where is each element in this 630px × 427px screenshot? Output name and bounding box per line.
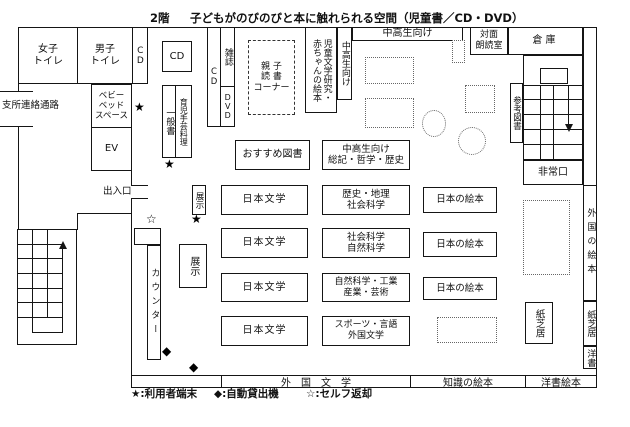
shelf-foreign-picture-books: 外国の絵本	[583, 185, 597, 301]
counter: カウンター	[147, 245, 161, 360]
round-table-dotted	[422, 110, 446, 137]
table-dotted	[437, 317, 497, 343]
legend-item-self-return: ☆:セルフ返却	[306, 388, 373, 400]
shelf-japanese-literature: 日本文学	[221, 273, 308, 302]
self-return-marker: ☆	[146, 212, 157, 226]
shelf-recommended-books: おすすめ図書	[235, 140, 310, 170]
exhibit-stand: 展示	[179, 244, 207, 288]
shelf-western-books: 洋書	[583, 346, 597, 369]
shelf-childcare-craft-cooking: 育児手芸料理	[175, 85, 192, 158]
shelf-foreign-literature: 外 国 文 学	[221, 375, 411, 389]
corridor-wall-bottom	[0, 126, 33, 127]
shelf-cd-column: CD	[207, 27, 221, 127]
stairs-down	[523, 55, 583, 160]
user-terminal-marker: ★	[191, 212, 202, 226]
auto-checkout-marker: ◆	[162, 344, 172, 358]
stairs-down-arrow-icon	[565, 124, 573, 132]
branch-corridor-label: 支所連絡通路	[2, 100, 60, 111]
shelf-japanese-picture-books: 日本の絵本	[423, 277, 497, 300]
doorway-tick	[131, 185, 148, 186]
entrance-label: 出入口	[103, 186, 132, 197]
shelf-kamishibai-strip: 紙芝居	[583, 301, 597, 346]
shelf-teens-general-philosophy-history: 中高生向け 総記・哲学・歴史	[322, 140, 410, 170]
shelf-social-natural-science: 社会科学 自然科学	[322, 228, 410, 258]
room-storage: 倉庫	[508, 27, 583, 55]
legend-item-user-terminal: ★:利用者端末	[131, 388, 198, 400]
shelf-japanese-picture-books: 日本の絵本	[423, 187, 497, 213]
room-baby-bed-space: ベビー ベッド スペース	[91, 84, 132, 128]
stairs-up-arrow-icon	[59, 241, 67, 249]
shelf-reference-books: 参考図書	[510, 83, 523, 143]
doorway-tick	[131, 198, 148, 199]
counter-top	[134, 228, 161, 245]
shelf-cd-strip: CD	[132, 27, 148, 84]
area-parent-child-reading-corner: 親 子 読 書 コーナー	[248, 40, 295, 115]
shelf-japanese-picture-books: 日本の絵本	[423, 232, 497, 257]
table-dotted	[365, 98, 414, 128]
room-emergency-exit: 非常口	[523, 160, 583, 185]
user-terminal-marker: ★	[134, 100, 145, 114]
shelf-japanese-literature: 日本文学	[221, 185, 308, 215]
shelf-history-geography-social: 歴史・地理 社会科学	[322, 185, 410, 215]
legend-item-auto-checkout: ◆:自動貸出機	[214, 388, 279, 400]
shelf-teens-bar: 中高生向け	[352, 27, 463, 41]
wall-inner-right	[583, 27, 584, 185]
room-womens-toilet: 女子 トイレ	[18, 27, 78, 84]
room-wall-segment	[131, 170, 132, 186]
room-elevator: EV	[91, 127, 132, 171]
shelf-magazines: 雑誌	[220, 27, 235, 87]
shelf-childrens-lit-research-baby-books: 児童文学研究・ 赤ちゃんの絵本	[305, 27, 337, 113]
corridor-wall-top	[0, 91, 33, 92]
shelf-knowledge-picture-books: 知識の絵本	[410, 375, 526, 389]
shelf-natural-industry-art: 自然科学・工業 産業・芸術	[322, 273, 410, 302]
shelf-general-books: 一般書	[162, 85, 176, 158]
floor-label: 2階	[150, 11, 170, 25]
shelf-sports-language-foreign: スポーツ・言語 外国文学	[322, 316, 410, 346]
table-dotted	[465, 85, 495, 113]
stairs-up	[17, 229, 77, 345]
shelf-kamishibai: 紙芝居	[525, 302, 553, 344]
room-mens-toilet: 男子 トイレ	[77, 27, 133, 84]
passage-wall	[77, 213, 131, 214]
room-face-to-face-reading: 対面 朗読室	[470, 27, 508, 55]
user-terminal-marker: ★	[164, 157, 175, 171]
shelf-cd-box: CD	[162, 41, 192, 72]
shelf-teens-column: 中高生向け	[337, 27, 352, 100]
page-title: 子どもがのびのびと本に触れられる空間（児童書／CD・DVD）	[190, 11, 524, 25]
stairs-landing	[540, 68, 568, 84]
table-dotted	[523, 200, 570, 275]
table-dotted	[365, 57, 414, 84]
band-empty	[131, 375, 222, 388]
auto-checkout-marker: ◆	[189, 360, 199, 374]
round-table-dotted	[458, 127, 486, 155]
shelf-dvd: DVD	[220, 86, 235, 127]
shelf-japanese-literature: 日本文学	[221, 228, 308, 258]
exhibit-stand: 展示	[192, 185, 206, 215]
shelf-western-picture-books: 洋書絵本	[525, 375, 597, 389]
table-dotted	[452, 40, 465, 63]
shelf-japanese-literature: 日本文学	[221, 316, 308, 346]
room-wall-segment	[131, 199, 132, 375]
passage-wall-vertical	[77, 213, 78, 230]
